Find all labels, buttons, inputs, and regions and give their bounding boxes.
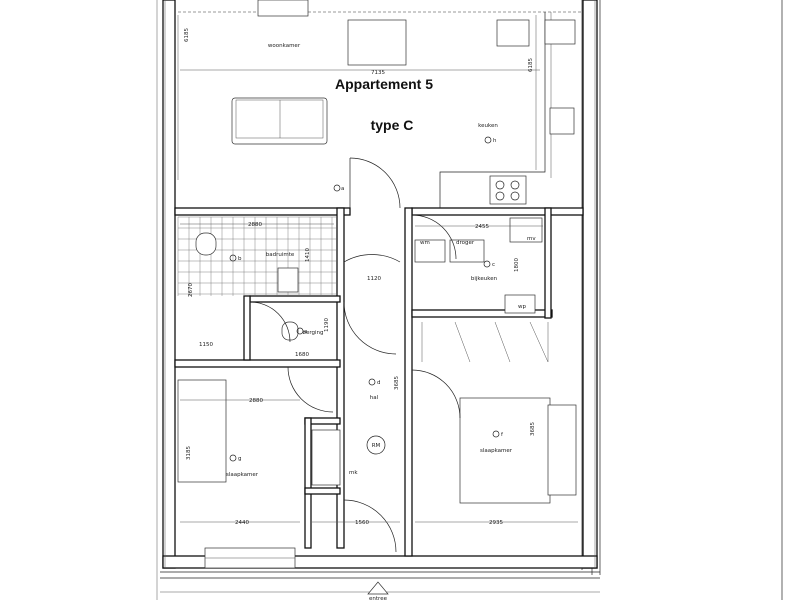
dim-berging-width: 1680 bbox=[295, 352, 309, 358]
label-wp: wp bbox=[518, 304, 526, 310]
marker-c: c bbox=[492, 262, 495, 268]
meter-cabinet bbox=[311, 429, 341, 486]
double-bed bbox=[459, 397, 551, 504]
marker-h: h bbox=[493, 138, 497, 144]
sink bbox=[549, 107, 575, 135]
dining-table bbox=[347, 19, 407, 66]
cabinet bbox=[496, 19, 530, 47]
dim-slaap-right-height: 3685 bbox=[530, 422, 536, 436]
washbasin bbox=[277, 267, 299, 293]
marker-e: e bbox=[304, 329, 308, 335]
room-label-badruimte: badruimte bbox=[266, 252, 295, 258]
dim-hal-width: 1120 bbox=[367, 276, 381, 282]
dim-slaap-left-width: 2880 bbox=[249, 398, 263, 404]
marker-g: g bbox=[238, 456, 242, 462]
interior-walls bbox=[174, 207, 584, 557]
single-bed bbox=[177, 379, 227, 483]
mv-box bbox=[509, 217, 543, 243]
label-mv: mv bbox=[527, 236, 536, 242]
dim-bijkeuken-height: 1800 bbox=[514, 258, 520, 272]
dimension-lines bbox=[177, 15, 578, 523]
entrance-arrow bbox=[367, 581, 389, 595]
marker-d: d bbox=[377, 380, 381, 386]
room-label-bijkeuken: bijkeuken bbox=[471, 276, 498, 282]
dim-berging-height: 1190 bbox=[324, 318, 330, 332]
closet-lines bbox=[421, 321, 549, 363]
room-label-slaapkamer-right: slaapkamer bbox=[480, 448, 513, 454]
dim-slaap-left-height: 3185 bbox=[186, 446, 192, 460]
label-droger: droger bbox=[456, 240, 475, 246]
kitchen-counter bbox=[439, 12, 546, 208]
label-rm: RM bbox=[372, 443, 381, 449]
dim-bijkeuken-width: 2455 bbox=[475, 224, 489, 230]
room-label-woonkamer: woonkamer bbox=[268, 43, 301, 49]
label-mk: mk bbox=[349, 470, 358, 476]
bathroom-tiles bbox=[177, 216, 336, 296]
dim-hal-height: 3685 bbox=[394, 376, 400, 390]
room-label-berging: berging bbox=[302, 330, 323, 336]
room-label-hal: hal bbox=[370, 395, 379, 401]
cooktop bbox=[489, 175, 527, 205]
marker-f: f bbox=[501, 432, 504, 438]
dim-bottom-left: 2440 bbox=[235, 520, 249, 526]
wm-box bbox=[414, 239, 446, 263]
wp-box bbox=[504, 294, 536, 314]
dim-top-right: 6185 bbox=[528, 58, 534, 72]
dim-tile-height: 1410 bbox=[305, 248, 311, 262]
bottom-balcony bbox=[160, 547, 600, 593]
label-wm: wm bbox=[420, 240, 430, 246]
dim-bath-width: 2880 bbox=[248, 222, 262, 228]
room-markers: a h b c d e f g bbox=[229, 136, 504, 462]
marker-a: a bbox=[341, 186, 344, 192]
dim-bottom-mid: 1560 bbox=[355, 520, 369, 526]
outer-walls bbox=[162, 0, 598, 569]
room-label-slaapkamer-left: slaapkamer bbox=[226, 472, 259, 478]
furniture bbox=[177, 0, 577, 504]
dim-top-left: 6185 bbox=[184, 28, 190, 42]
marker-b: b bbox=[238, 256, 242, 262]
dim-bath-small: 1150 bbox=[199, 342, 213, 348]
tv-cabinet bbox=[257, 0, 309, 17]
dim-woonkamer-width: 7135 bbox=[371, 70, 385, 76]
cabinet-small bbox=[544, 19, 576, 45]
dim-bottom-right: 2935 bbox=[489, 520, 503, 526]
label-entree: entree bbox=[369, 596, 388, 600]
apartment-type: type C bbox=[371, 117, 414, 133]
dim-bath-height: 2670 bbox=[188, 283, 194, 297]
apartment-title: Appartement 5 bbox=[335, 76, 433, 92]
room-label-keuken: keuken bbox=[478, 123, 498, 129]
sofa bbox=[231, 97, 328, 145]
toilet-bath bbox=[195, 232, 217, 256]
rm-circle bbox=[366, 435, 386, 455]
door-swings bbox=[249, 157, 461, 553]
droger-box bbox=[449, 239, 485, 263]
